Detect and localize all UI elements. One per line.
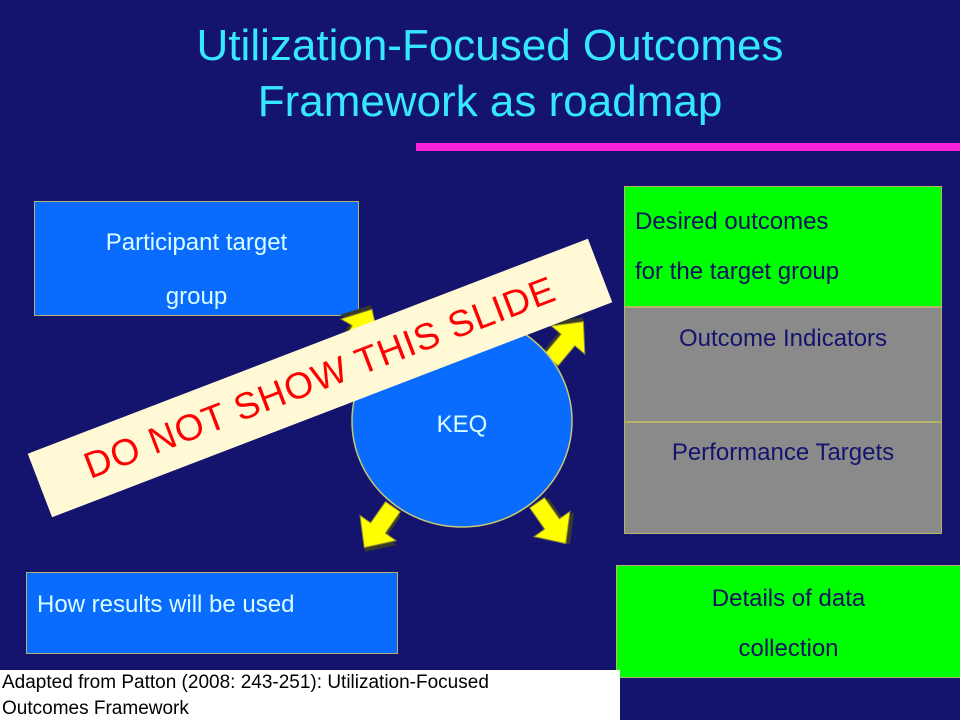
participant-line-1: Participant target (105, 229, 288, 256)
datacoll-line-2: collection (738, 635, 839, 662)
participant-line-2: group (165, 283, 228, 310)
desired-outcomes-box: Desired outcomes for the target group (624, 186, 942, 307)
keq-label: KEQ (436, 411, 488, 438)
datacoll-line-1: Details of data (711, 585, 866, 612)
outcome-indicators-box: Outcome Indicators (624, 307, 942, 422)
data-collection-box: Details of data collection (616, 565, 960, 678)
accent-rule (416, 143, 960, 151)
indicators-label: Outcome Indicators (678, 325, 888, 352)
participant-target-group-box: Participant target group (34, 201, 359, 316)
title-line-1: Utilization-Focused Outcomes (196, 21, 784, 70)
results-usage-box: How results will be used (26, 572, 398, 654)
footnote-line-2: Outcomes Framework (2, 698, 189, 719)
footnote-line-1: Adapted from Patton (2008: 243-251): Uti… (2, 672, 489, 693)
title-line-2: Framework as roadmap (257, 77, 723, 126)
targets-label: Performance Targets (671, 439, 895, 466)
outcomes-line-1: Desired outcomes (635, 208, 829, 235)
usage-label: How results will be used (37, 591, 295, 618)
outcomes-line-2: for the target group (635, 258, 840, 285)
source-footnote: Adapted from Patton (2008: 243-251): Uti… (0, 670, 620, 720)
performance-targets-box: Performance Targets (624, 422, 942, 534)
slide-title: Utilization-Focused Outcomes Framework a… (60, 18, 920, 130)
